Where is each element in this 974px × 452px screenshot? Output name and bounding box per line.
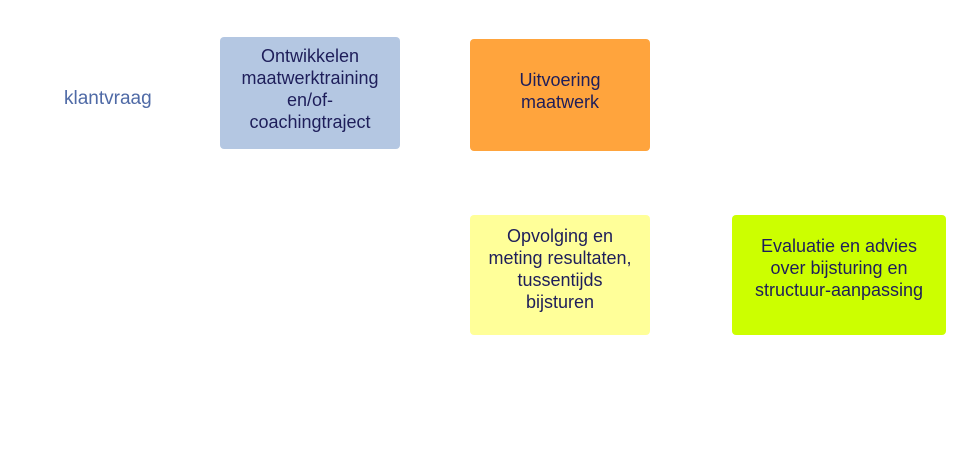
step-uitvoering: Uitvoering maatwerk xyxy=(470,39,650,151)
step-evaluatie: Evaluatie en advies over bijsturing en s… xyxy=(732,215,946,335)
step-opvolging-text: Opvolging en meting resultaten, tussenti… xyxy=(488,226,632,312)
start-label-klantvraag: klantvraag xyxy=(64,88,152,109)
step-ontwikkelen: Ontwikkelen maatwerktraining en/of- coac… xyxy=(220,37,400,149)
step-opvolging: Opvolging en meting resultaten, tussenti… xyxy=(470,215,650,335)
step-ontwikkelen-text: Ontwikkelen maatwerktraining en/of- coac… xyxy=(241,46,379,132)
step-uitvoering-text: Uitvoering maatwerk xyxy=(519,70,601,112)
step-evaluatie-text: Evaluatie en advies over bijsturing en s… xyxy=(754,236,924,300)
